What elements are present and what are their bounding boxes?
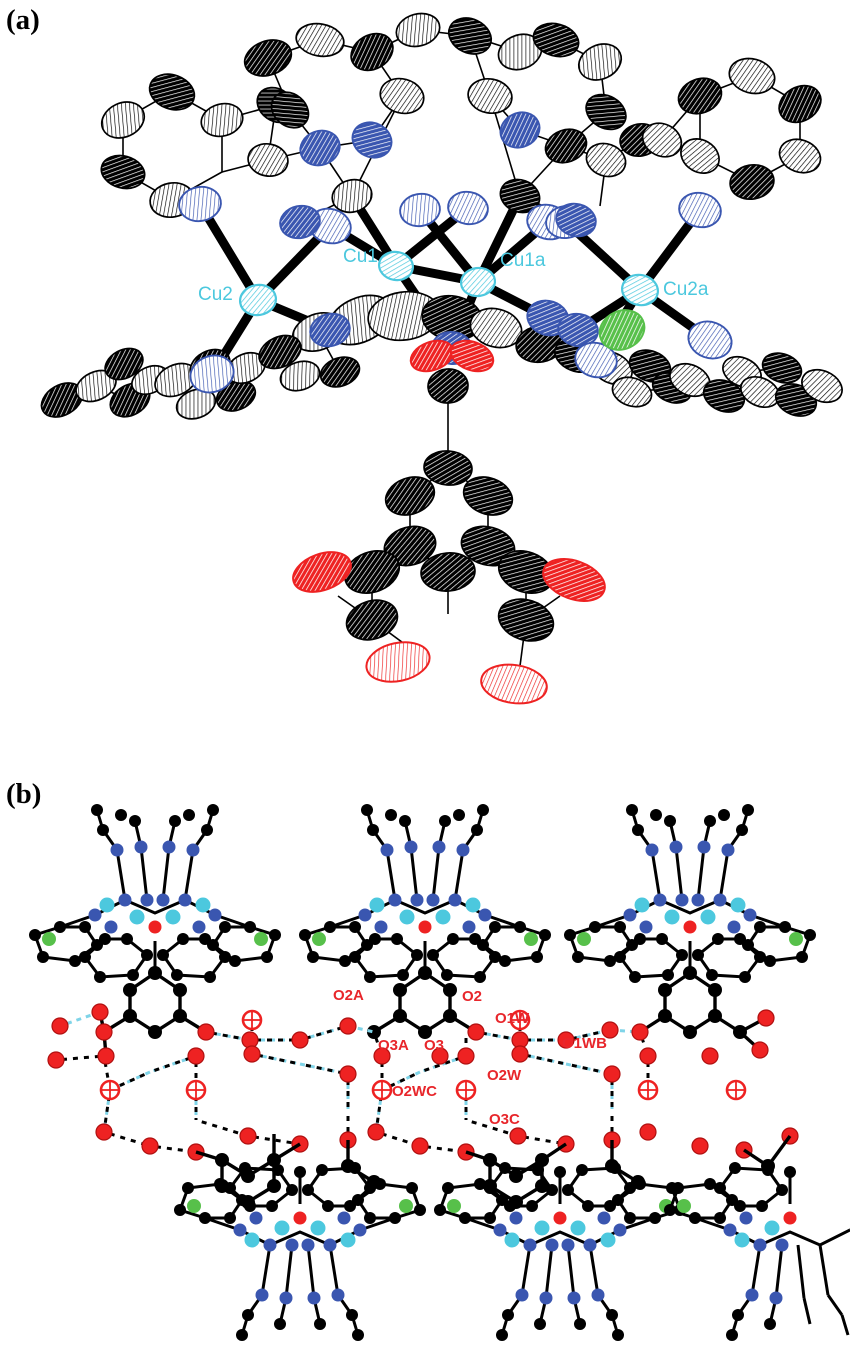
- label-o3a: O3A: [378, 1037, 409, 1054]
- label-o3: O3: [424, 1037, 444, 1054]
- atom-cu1a: [459, 266, 497, 298]
- label-o1w: O1W: [495, 1010, 530, 1027]
- label-cu2: Cu2: [198, 284, 233, 305]
- oxygen-ellipsoids: [292, 339, 606, 705]
- bottom-complex-row: [174, 1162, 850, 1341]
- atom-o3a: [373, 1047, 391, 1065]
- carbon-ellipsoids: [40, 12, 843, 642]
- upper-carboxylate-chain: [97, 966, 767, 1057]
- label-o2: O2: [462, 988, 482, 1005]
- chlorine-ellipsoid: [598, 309, 646, 351]
- panel-b-packing: O2A O2 O1W O3A O3 O1WB O2W O2WC O3C: [29, 804, 850, 1341]
- label-o2w: O2W: [487, 1067, 522, 1084]
- panel-a-ortep: Cu2 Cu1 Cu1a Cu2a: [40, 12, 843, 705]
- label-cu1a: Cu1a: [500, 250, 546, 271]
- atom-cu2a: [621, 273, 659, 307]
- panel-label-a: (a): [6, 4, 40, 36]
- panel-b-labels: O2A O2 O1W O3A O3 O1WB O2W O2WC O3C: [333, 987, 607, 1128]
- atom-o3: [431, 1047, 449, 1065]
- label-o2a: O2A: [333, 987, 364, 1004]
- label-cu1: Cu1: [343, 246, 378, 267]
- panel-a-labels: Cu2 Cu1 Cu1a Cu2a: [198, 246, 709, 305]
- label-cu2a: Cu2a: [663, 279, 709, 300]
- label-o2wc: O2WC: [392, 1083, 437, 1100]
- label-o3c: O3C: [489, 1111, 520, 1128]
- atom-cu2: [238, 283, 278, 317]
- top-complex-row: [29, 804, 816, 983]
- panel-label-b: (b): [6, 778, 42, 810]
- atom-cu1: [377, 250, 415, 282]
- atom-o2a: [339, 1017, 357, 1035]
- atom-o1wb: [557, 1031, 575, 1049]
- label-o1wb: O1WB: [562, 1035, 607, 1052]
- copper-ellipsoids: [238, 250, 659, 317]
- atom-o2: [467, 1023, 485, 1041]
